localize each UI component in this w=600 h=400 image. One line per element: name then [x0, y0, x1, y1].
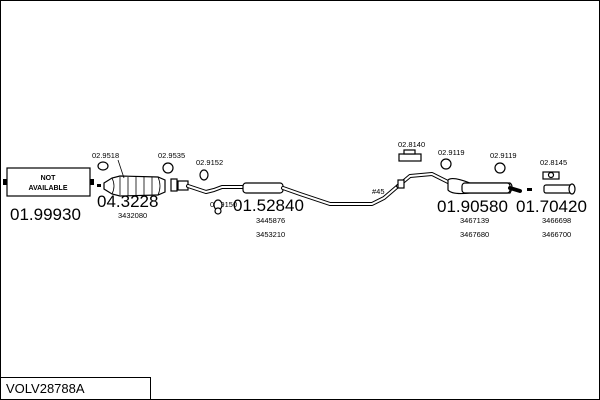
catalyst-part[interactable] [103, 175, 166, 197]
rear-part-number: 01.90580 [437, 197, 508, 216]
fitting-label-6: 02.9119 [438, 148, 465, 157]
hanger-ring-icon-4 [440, 158, 452, 170]
rubber-mount-icon [398, 149, 422, 162]
not-available-line1: NOT [41, 175, 57, 182]
angle-label: #45 [372, 187, 385, 196]
fitting-label-8: 02.8145 [540, 158, 567, 167]
middle-ref-1: 3445876 [256, 216, 285, 225]
fitting-label-1: 02.9518 [92, 151, 119, 160]
fitting-label-5: 02.8140 [398, 140, 425, 149]
fitting-label-2: 02.9535 [158, 151, 185, 160]
hanger-ring-icon-3 [214, 207, 222, 215]
tail-pipe-part[interactable] [543, 183, 576, 195]
hanger-ring-icon-5 [494, 162, 506, 174]
front-part-number: 01.99930 [10, 205, 81, 224]
rear-ref-2: 3467680 [460, 230, 489, 239]
catalyst-ref: 3432080 [118, 211, 147, 220]
connector-bolt-icon [97, 184, 101, 187]
middle-pipe-part[interactable] [186, 182, 400, 206]
middle-part-number: 01.52840 [233, 196, 304, 215]
tail-rubber-mount-icon [542, 171, 560, 180]
tail-ref-2: 3466700 [542, 230, 571, 239]
front-pipe-unavailable[interactable]: NOT AVAILABLE [3, 167, 94, 197]
rear-pipe-part[interactable] [396, 172, 522, 195]
model-code: VOLV28788A [6, 381, 85, 396]
outlet-bolt-icon [527, 188, 532, 191]
fitting-label-4: 02.9150 [210, 200, 237, 209]
middle-ref-2: 3453210 [256, 230, 285, 239]
not-available-line2: AVAILABLE [28, 185, 67, 192]
catalyst-part-number: 04.3228 [97, 192, 158, 211]
outlet-clamp[interactable] [170, 178, 189, 192]
clamp-ring-icon [162, 162, 174, 174]
fitting-label-3: 02.9152 [196, 158, 223, 167]
tail-ref-1: 3466698 [542, 216, 571, 225]
gasket-ring-icon [97, 161, 109, 171]
rear-ref-1: 3467139 [460, 216, 489, 225]
hanger-ring-icon [199, 169, 209, 181]
fitting-label-7: 02.9119 [490, 151, 517, 160]
tail-part-number: 01.70420 [516, 197, 587, 216]
